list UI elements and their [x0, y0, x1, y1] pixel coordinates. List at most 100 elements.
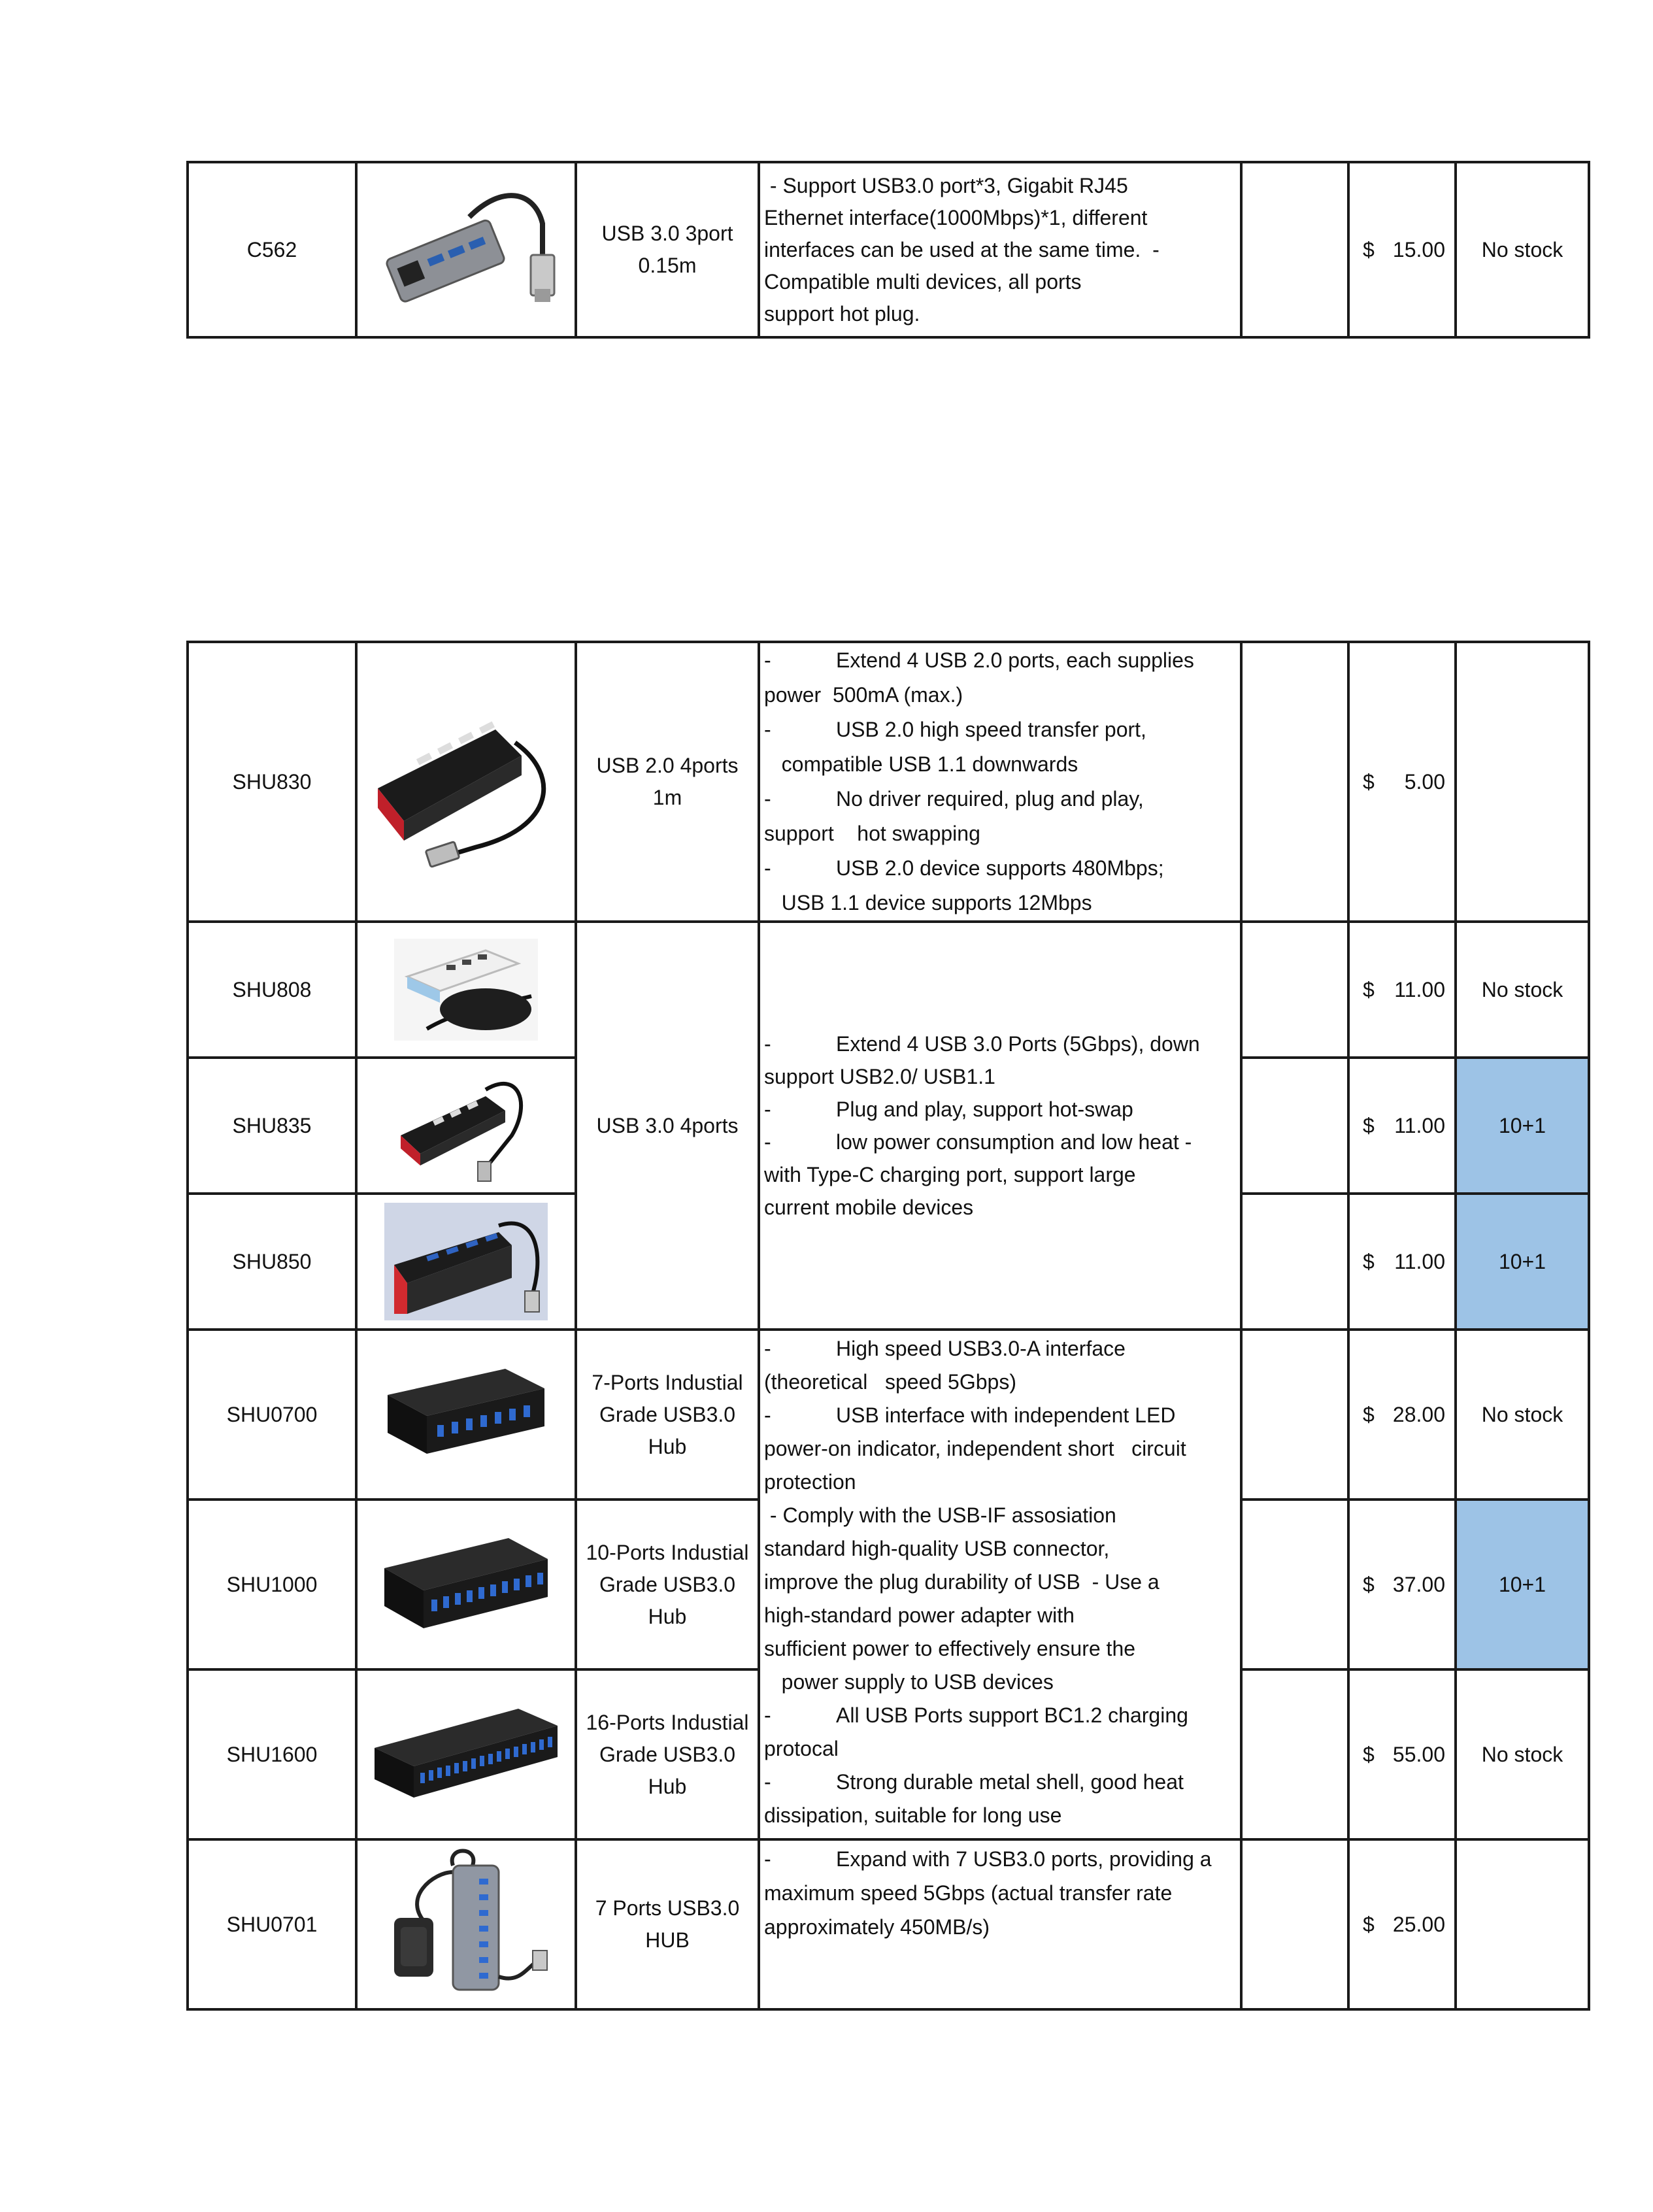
price-cell: $11.00 [1347, 920, 1457, 1059]
desc-line: - Support USB3.0 port*3, Gigabit RJ45 [764, 173, 1128, 197]
desc-line: interfaces can be used at the same time.… [764, 237, 1160, 261]
spec-line: Hub [648, 1774, 687, 1798]
price-cell: $5.00 [1347, 641, 1457, 923]
price-cell: $15.00 [1347, 161, 1457, 339]
price-cell: $11.00 [1347, 1192, 1457, 1331]
price-cell: $25.00 [1347, 1838, 1457, 2011]
desc-line: high-standard power adapter with [764, 1603, 1075, 1627]
price-value: 11.00 [1394, 1249, 1445, 1273]
desc-line: Compatible multi devices, all ports [764, 269, 1082, 293]
desc-line: with Type-C charging port, support large [764, 1163, 1136, 1186]
product-image-cell [355, 1328, 577, 1501]
price-value: 11.00 [1394, 977, 1445, 1001]
currency-symbol: $ [1363, 769, 1375, 794]
desc-line: protection [764, 1470, 856, 1494]
description-cell: - Support USB3.0 port*3, Gigabit RJ45 Et… [758, 161, 1243, 339]
table-row: SHU1600 16-Ports Industial [186, 1668, 1590, 1841]
table-row: SHU0701 7 Ports USB3.0 HUB [186, 1838, 1590, 2011]
currency-symbol: $ [1363, 237, 1375, 261]
model-cell: SHU0701 [186, 1838, 358, 2011]
product-image-cell [355, 1668, 577, 1841]
desc-line: -Extend 4 USB 3.0 Ports (5Gbps), down [764, 1032, 1200, 1056]
price-value: 11.00 [1394, 1113, 1445, 1137]
desc-line: -low power consumption and low heat - [764, 1130, 1192, 1154]
table-row: SHU0700 7-Ports Industial Grade USB3.0 H… [186, 1328, 1590, 1841]
industrial-hub-10-port-icon [384, 1538, 548, 1628]
currency-symbol: $ [1363, 1249, 1375, 1273]
product-image-cell [355, 1192, 577, 1331]
empty-cell [1240, 1498, 1350, 1671]
currency-symbol: $ [1363, 1402, 1375, 1426]
desc-line: power supply to USB devices [764, 1670, 1054, 1694]
currency-symbol: $ [1363, 1742, 1375, 1766]
stock-status [1454, 1838, 1590, 2011]
empty-cell [1240, 920, 1350, 1059]
product-table-hubs: SHU830 USB 2.0 4ports 1m -Extend 4 USB 2… [186, 641, 1590, 2011]
desc-line: maximum speed 5Gbps (actual transfer rat… [764, 1881, 1173, 1905]
usb-ethernet-adapter-icon [386, 193, 556, 303]
stock-status: 10+1 [1454, 1192, 1590, 1331]
desc-line: support hot plug. [764, 301, 920, 326]
product-image-cell [355, 1498, 577, 1671]
spec-cell: USB 3.0 4ports [575, 920, 760, 1331]
price-value: 5.00 [1404, 769, 1445, 794]
powered-hub-7-port-icon [394, 1849, 548, 1991]
table-row: SHU850 $11.00 10+1 [186, 1192, 1590, 1331]
industrial-hub-16-port-icon [375, 1709, 558, 1798]
desc-line: USB 1.1 device supports 12Mbps [764, 891, 1092, 914]
usb-hub-red-black-cable-icon [401, 1081, 523, 1182]
table-row: SHU830 USB 2.0 4ports 1m -Extend 4 USB 2… [186, 641, 1590, 923]
currency-symbol: $ [1363, 1912, 1375, 1936]
model-cell: SHU850 [186, 1192, 358, 1331]
spec-line: 0.15m [638, 254, 697, 277]
desc-line: support hot swapping [764, 822, 980, 845]
product-image-cell [355, 1056, 577, 1195]
model-cell: C562 [186, 161, 358, 339]
currency-symbol: $ [1363, 1113, 1375, 1137]
desc-line: standard high-quality USB connector, [764, 1537, 1110, 1560]
price-cell: $11.00 [1347, 1056, 1457, 1195]
stock-status: No stock [1454, 1328, 1590, 1501]
desc-line: support USB2.0/ USB1.1 [764, 1065, 995, 1088]
spec-cell: 16-Ports Industial Grade USB3.0 Hub [575, 1668, 760, 1841]
empty-cell [1240, 1668, 1350, 1841]
desc-line: dissipation, suitable for long use [764, 1803, 1062, 1827]
spec-cell: USB 2.0 4ports 1m [575, 641, 760, 923]
desc-line: -USB 2.0 high speed transfer port, [764, 718, 1146, 741]
stock-status: 10+1 [1454, 1056, 1590, 1195]
model-cell: SHU0700 [186, 1328, 358, 1501]
desc-line: -Extend 4 USB 2.0 ports, each supplies [764, 648, 1194, 672]
usb-hub-red-black-icon [378, 721, 546, 868]
stock-status: No stock [1454, 161, 1590, 339]
desc-line: (theoretical speed 5Gbps) [764, 1370, 1016, 1394]
usb-hub-white-black-icon [394, 939, 538, 1041]
spec-line: Grade USB3.0 [599, 1402, 736, 1426]
industrial-hub-7-port-icon [388, 1369, 544, 1454]
desc-line: -Strong durable metal shell, good heat [764, 1770, 1184, 1794]
desc-line: current mobile devices [764, 1196, 974, 1219]
stock-status: No stock [1454, 920, 1590, 1059]
desc-line: -High speed USB3.0-A interface [764, 1337, 1126, 1360]
spec-line: USB 2.0 4ports [596, 754, 739, 777]
empty-cell [1240, 1328, 1350, 1501]
spec-cell: 10-Ports Industial Grade USB3.0 Hub [575, 1498, 760, 1671]
product-table-c562: C562 USB 3.0 3port 0.15m - Support USB3.… [186, 161, 1590, 339]
spec-line: Hub [648, 1604, 687, 1628]
currency-symbol: $ [1363, 977, 1375, 1001]
description-cell: -High speed USB3.0-A interface (theoreti… [758, 1328, 1243, 1841]
stock-status [1454, 641, 1590, 923]
price-value: 28.00 [1392, 1402, 1445, 1426]
spec-line: HUB [645, 1928, 690, 1952]
model-cell: SHU1000 [186, 1498, 358, 1671]
desc-line: -No driver required, plug and play, [764, 787, 1144, 811]
empty-cell [1240, 641, 1350, 923]
description-cell: -Expand with 7 USB3.0 ports, providing a… [758, 1838, 1243, 2011]
spec-line: Grade USB3.0 [599, 1742, 736, 1766]
spec-line: USB 3.0 3port [601, 222, 733, 245]
desc-line: compatible USB 1.1 downwards [764, 752, 1078, 776]
desc-line: sufficient power to effectively ensure t… [764, 1637, 1136, 1660]
table-row: SHU1000 10-Ports Industial Grade USB3.0 … [186, 1498, 1590, 1671]
spec-line: 7-Ports Industial [592, 1370, 743, 1394]
table-row: SHU808 USB 3.0 4ports -Extend 4 USB 3.0 … [186, 920, 1590, 1331]
price-value: 37.00 [1392, 1572, 1445, 1596]
